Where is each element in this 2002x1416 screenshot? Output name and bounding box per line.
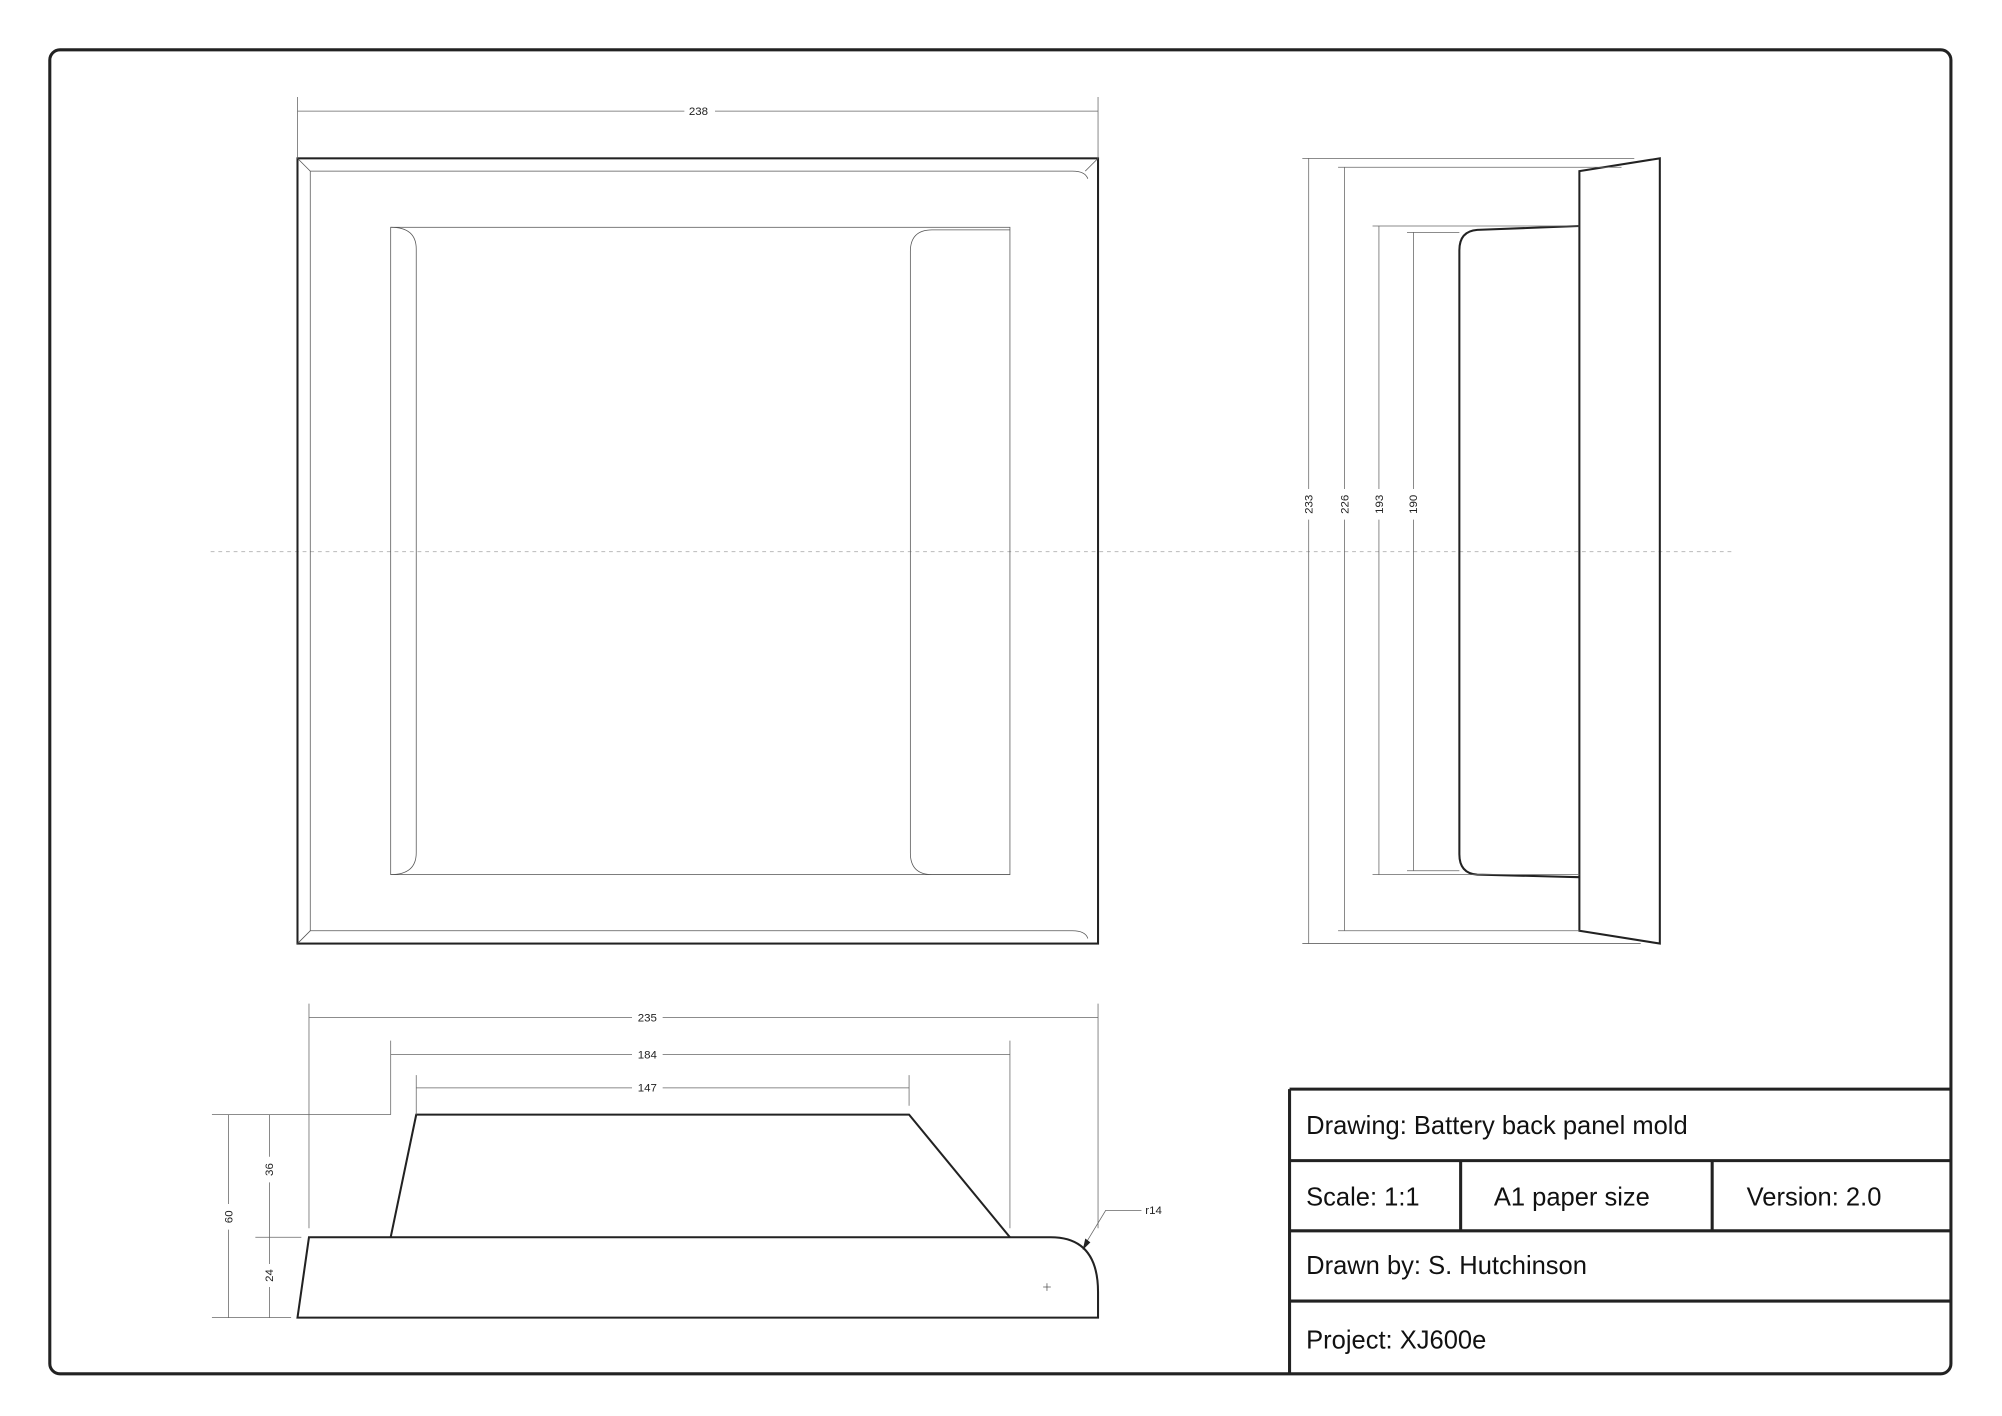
dim-193: 193 [1374,495,1386,514]
height-dim-lines [211,1114,391,1319]
dim-60: 60 [223,1210,235,1223]
dim-226: 226 [1339,495,1351,514]
dim-147: 147 [638,1083,657,1095]
paper-size-label: A1 paper size [1494,1183,1650,1211]
radius-center-mark [1043,1283,1051,1291]
dim-238: 238 [689,106,708,118]
side-extension-lines [1302,157,1641,944]
drawing-title: Drawing: Battery back panel mold [1306,1112,1688,1140]
top-profile [389,1113,1011,1238]
side-dim-lines [1308,158,1414,944]
dim-190: 190 [1408,495,1420,514]
bottom-view: 235 184 147 60 36 24 r14 [211,1003,1162,1319]
project-label: Project: XJ600e [1306,1326,1486,1354]
bottom-dim-lines [308,1017,1099,1089]
dim-233: 233 [1304,495,1316,514]
title-block-grid [1288,1087,1951,1374]
radius-leader [1083,1210,1142,1247]
dim-184: 184 [638,1049,658,1061]
dim-36: 36 [264,1163,276,1176]
dim-24: 24 [264,1269,276,1282]
dim-line-238 [297,97,1099,159]
base-profile [296,1236,1100,1319]
side-view: 233 226 193 190 [1302,157,1661,945]
right-pocket [909,229,1010,876]
front-outer-outline [296,157,1100,945]
scale-label: Scale: 1:1 [1306,1183,1419,1211]
drawn-by-label: Drawn by: S. Hutchinson [1306,1252,1587,1280]
bottom-extension-lines [308,1003,1099,1229]
dim-235: 235 [638,1012,657,1024]
front-view: 238 [296,97,1100,945]
front-bevel [309,170,1089,939]
side-plate [1578,157,1661,945]
front-inner-window [390,226,1011,876]
title-block: Drawing: Battery back panel mold Scale: … [1288,1087,1951,1374]
bevel-corner-lines [297,158,1099,944]
dim-r14: r14 [1145,1205,1162,1217]
left-pocket [390,226,417,876]
version-label: Version: 2.0 [1747,1183,1882,1211]
side-profile [1458,224,1580,879]
drawing-frame [48,48,1953,1376]
radius-arrow-icon [1082,1238,1091,1250]
